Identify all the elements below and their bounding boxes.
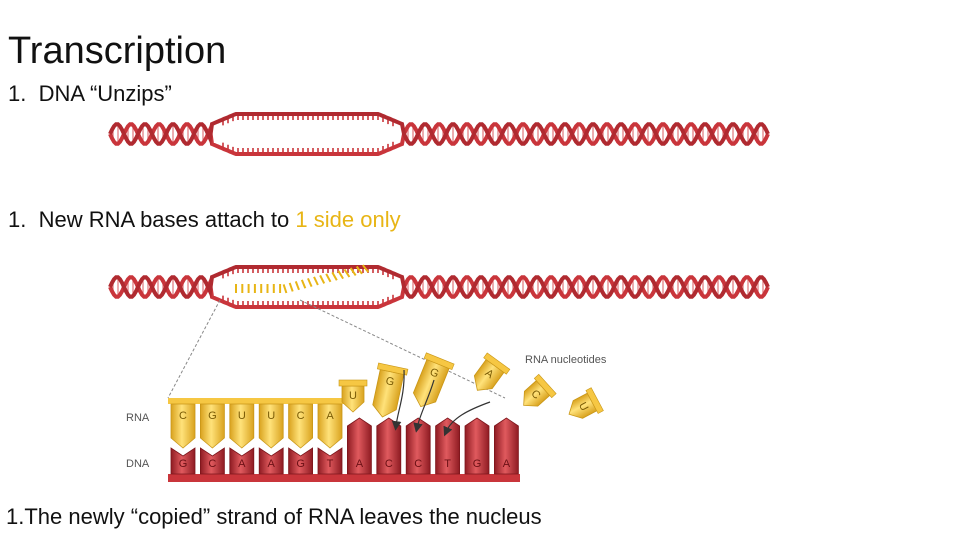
free-nucleotide: A: [473, 352, 511, 391]
rna-nucleotide-tick: [282, 284, 288, 294]
rna-nucleotide-tick: [288, 282, 294, 292]
free-nucleotide: G: [412, 352, 455, 408]
dna-base-letter: C: [385, 458, 393, 470]
rna-nucleotide-tick: [343, 268, 351, 278]
bullet-attach: 1. New RNA bases attach to 1 side only: [8, 206, 401, 234]
dna-base-cylinder: [317, 447, 343, 475]
dna-base-letter: T: [444, 458, 451, 470]
free-nucleotide: U: [338, 379, 368, 413]
free-nucleotide: U: [568, 387, 604, 419]
bullet-text: New RNA bases attach to: [38, 207, 290, 232]
nucleotide-cap: [585, 387, 604, 414]
rna-row-label: RNA: [126, 412, 150, 424]
dna-base-letter: C: [414, 458, 422, 470]
dna-base-cylinder: [494, 417, 519, 475]
rna-base-cylinder: [317, 403, 343, 449]
nucleotide-cap: [338, 379, 368, 387]
nucleotide-letter: U: [349, 390, 357, 402]
rna-base-letter: C: [297, 410, 305, 422]
bullet-text: DNA “Unzips”: [38, 81, 172, 106]
rna-nucleotide-tick: [362, 264, 370, 273]
rna-nucleotide-tick: [313, 276, 319, 286]
zoom-guide-right: [299, 299, 506, 399]
bullet-number: 1.: [6, 504, 25, 529]
zoom-guide-left: [167, 299, 221, 399]
rna-base-letter: U: [238, 410, 246, 422]
rna-base-cylinder: [288, 403, 313, 449]
dna-row-label: DNA: [126, 458, 150, 470]
helix-strand-b: [108, 265, 770, 299]
bullet-text: The newly “copied” strand of RNA leaves …: [24, 504, 542, 529]
dna-base-letter: G: [473, 458, 482, 470]
incoming-arrow: [443, 401, 491, 437]
helix-strand-b: [108, 112, 770, 146]
nucleotide-cap: [423, 352, 455, 371]
dna-base-cylinder: [405, 417, 431, 475]
bullet-leaves-nucleus: 1.The newly “copied” strand of RNA leave…: [6, 503, 542, 531]
incoming-arrow: [413, 379, 435, 433]
bullet-unzips: 1. DNA “Unzips”: [8, 80, 172, 108]
rna-nucleotide-tick: [337, 270, 344, 280]
rna-backbone: [168, 398, 346, 404]
rna-nucleotide-tick: [307, 277, 313, 288]
rna-base-cylinder: [170, 403, 196, 449]
dna-base-cylinder: [464, 417, 490, 475]
rna-nucleotide-tick: [331, 271, 338, 281]
dna-base-cylinder: [200, 447, 225, 475]
bullet-number: 1.: [8, 207, 27, 232]
rna-base-cylinder: [229, 403, 255, 449]
nucleotide-body: [412, 358, 450, 408]
nucleotide-cap: [483, 352, 511, 375]
dna-base-letter: G: [296, 458, 305, 470]
helix-strand-a: [108, 122, 770, 156]
nucleotides-label: RNA nucleotides: [525, 354, 607, 366]
dna-backbone: [168, 474, 520, 482]
bullet-number: 1.: [8, 81, 27, 106]
dna-base-letter: A: [238, 458, 246, 470]
rna-base-letter: C: [179, 410, 187, 422]
dna-base-cylinder: [229, 447, 255, 475]
rna-nucleotide-tick: [349, 267, 357, 276]
bullet-highlight: 1 side only: [295, 207, 401, 232]
dna-base-cylinder: [170, 447, 196, 475]
rna-nucleotide-tick: [300, 279, 307, 289]
rna-base-cylinder: [200, 403, 225, 449]
free-nucleotide: C: [523, 373, 557, 407]
slide-title: Transcription: [8, 30, 227, 72]
rna-base-letter: U: [267, 410, 275, 422]
dna-base-letter: T: [327, 458, 334, 470]
attaching-rna-nucleotides: [235, 264, 370, 294]
dna-base-cylinder: [347, 417, 372, 475]
rna-nucleotide-tick: [355, 265, 363, 275]
dna-base-letter: A: [503, 458, 511, 470]
free-nucleotide: G: [372, 362, 409, 418]
dna-base-letter: G: [179, 458, 188, 470]
nucleotide-cap: [533, 373, 557, 399]
rna-base-letter: G: [208, 410, 217, 422]
dna-base-letter: A: [268, 458, 276, 470]
dna-base-letter: C: [208, 458, 216, 470]
rna-base-cylinder: [258, 403, 284, 449]
dna-base-cylinder: [288, 447, 313, 475]
nucleotide-letter: G: [384, 375, 395, 389]
dna-base-letter: A: [356, 458, 364, 470]
dna-helix-transcribing: [108, 264, 770, 309]
rna-nucleotide-tick: [294, 281, 300, 291]
rna-nucleotide-tick: [325, 273, 332, 283]
rna-nucleotide-tick: [319, 274, 326, 284]
rna-base-letter: A: [326, 410, 334, 422]
incoming-arrow: [391, 369, 405, 431]
dna-helix-unzipped: [108, 112, 770, 156]
nucleotide-letter: G: [428, 366, 440, 380]
nucleotide-cap: [376, 362, 409, 376]
dna-base-cylinder: [258, 447, 284, 475]
